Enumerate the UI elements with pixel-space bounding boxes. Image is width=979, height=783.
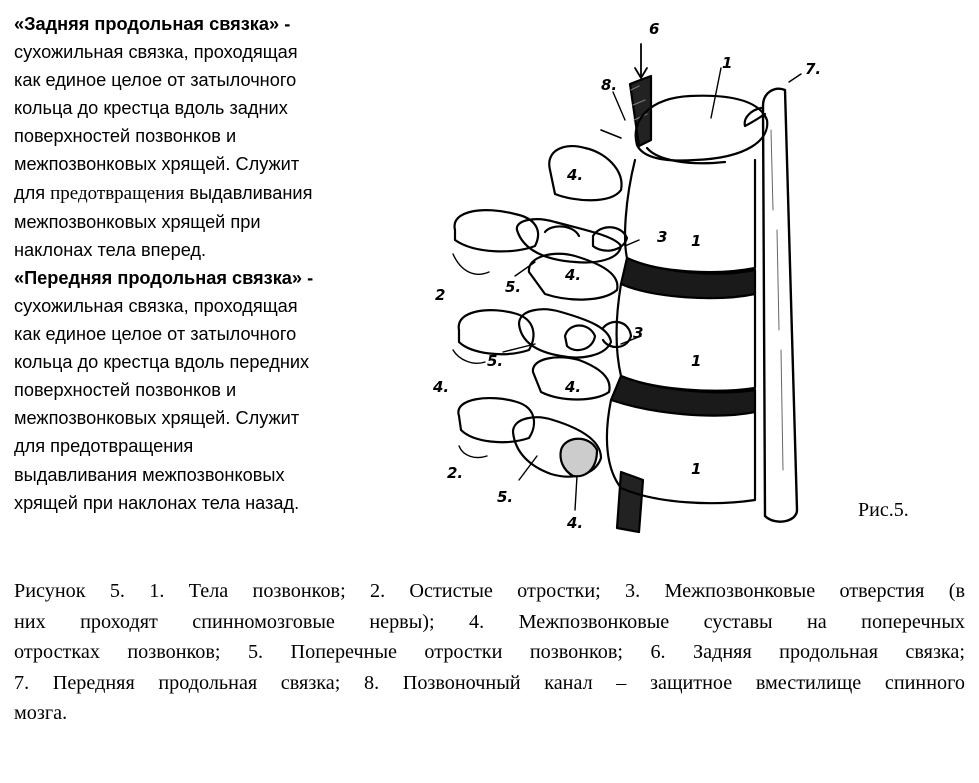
callout-2-lower: 2. [447, 464, 463, 482]
vertebral-canal-arrow [601, 130, 621, 138]
callout-5-lower: 5. [497, 488, 513, 506]
text-line: межпозвонковых хрящей. Служит [14, 404, 414, 432]
text-line: как единое целое от затылочного [14, 66, 414, 94]
callout-2-mid: 4. [432, 378, 449, 396]
vertebra-body-1 [625, 160, 755, 272]
text-line: кольца до крестца вдоль задних [14, 94, 414, 122]
caption-line: отростках позвонков; 5. Поперечные отрос… [14, 637, 965, 668]
text-line: сухожильная связка, проходящая [14, 38, 414, 66]
callout-4-bottom: 4. [566, 514, 583, 532]
text-line: кольца до крестца вдоль передних [14, 348, 414, 376]
text-line: поверхностей позвонков и [14, 376, 414, 404]
callout-5-mid: 5. [487, 352, 503, 370]
text-line: для предотвращения [14, 432, 414, 460]
callout-7: 7. [805, 60, 821, 78]
anterior-ligament-paragraph: «Передняя продольная связка» - сухожильн… [14, 264, 414, 517]
anterior-ligament [763, 89, 797, 522]
callout-1-lower: 1 [691, 460, 701, 478]
articular-process-upper [549, 146, 621, 200]
text-line: поверхностей позвонков и [14, 122, 414, 150]
vertebra-top-body [636, 96, 768, 161]
caption-line: мозга. [14, 698, 965, 729]
callout-8: 8. [601, 76, 617, 94]
joint-lower [561, 439, 598, 477]
posterior-ligament-title: «Задняя продольная связка» [14, 14, 279, 34]
callout-3-upper: 3 [657, 228, 667, 246]
callout-1-upper: 1 [691, 232, 701, 250]
posterior-ligament-paragraph: «Задняя продольная связка» - сухожильная… [14, 10, 414, 264]
posterior-ligament-dash: - [279, 14, 290, 34]
text-line: выдавливания межпозвонковых [14, 461, 414, 489]
callout-6: 6 [649, 20, 659, 38]
spine-illustration: 6 1 7. 8. 4. 1 3 4. 2 5. 5. 3 1 4. 4. 2.… [425, 10, 845, 535]
callout-5-upper: 5. [505, 278, 521, 296]
transverse-process-upper [517, 219, 621, 262]
callout-4-lower: 4. [564, 378, 581, 396]
text-line: для предотвращения выдавливания [14, 179, 414, 208]
anterior-ligament-title: «Передняя продольная связка» [14, 268, 302, 288]
posterior-ligament-bottom [617, 472, 643, 532]
intervertebral-disc-2 [611, 376, 755, 416]
text-line: межпозвонковых хрящей при [14, 208, 414, 236]
text-line: наклонах тела вперед. [14, 236, 414, 264]
joint-mid [565, 326, 595, 351]
caption-line: Рисунок 5. 1. Тела позвонков; 2. Остисты… [14, 576, 965, 607]
text-line: как единое целое от затылочного [14, 320, 414, 348]
text-line: сухожильная связка, проходящая [14, 292, 414, 320]
spine-ligament-drawing: 6 1 7. 8. 4. 1 3 4. 2 5. 5. 3 1 4. 4. 2.… [425, 10, 845, 535]
text-line: межпозвонковых хрящей. Служит [14, 150, 414, 178]
caption-line: них проходят спинномозговые нервы); 4. М… [14, 607, 965, 638]
callout-4-top: 4. [566, 166, 583, 184]
figure-caption: Рисунок 5. 1. Тела позвонков; 2. Остисты… [14, 576, 965, 729]
anterior-ligament-dash: - [302, 268, 313, 288]
ligament-description: «Задняя продольная связка» - сухожильная… [14, 10, 414, 517]
intervertebral-disc-1 [621, 258, 755, 298]
text-line: хрящей при наклонах тела назад. [14, 489, 414, 517]
callout-2-upper: 2 [435, 286, 445, 304]
callout-1-top: 1 [722, 54, 732, 72]
callout-3-mid: 3 [633, 324, 643, 342]
callout-1-mid: 1 [691, 352, 701, 370]
figure-label: Рис.5. [858, 499, 909, 522]
callout-4-mid: 4. [564, 266, 581, 284]
caption-line: 7. Передняя продольная связка; 8. Позвон… [14, 668, 965, 699]
